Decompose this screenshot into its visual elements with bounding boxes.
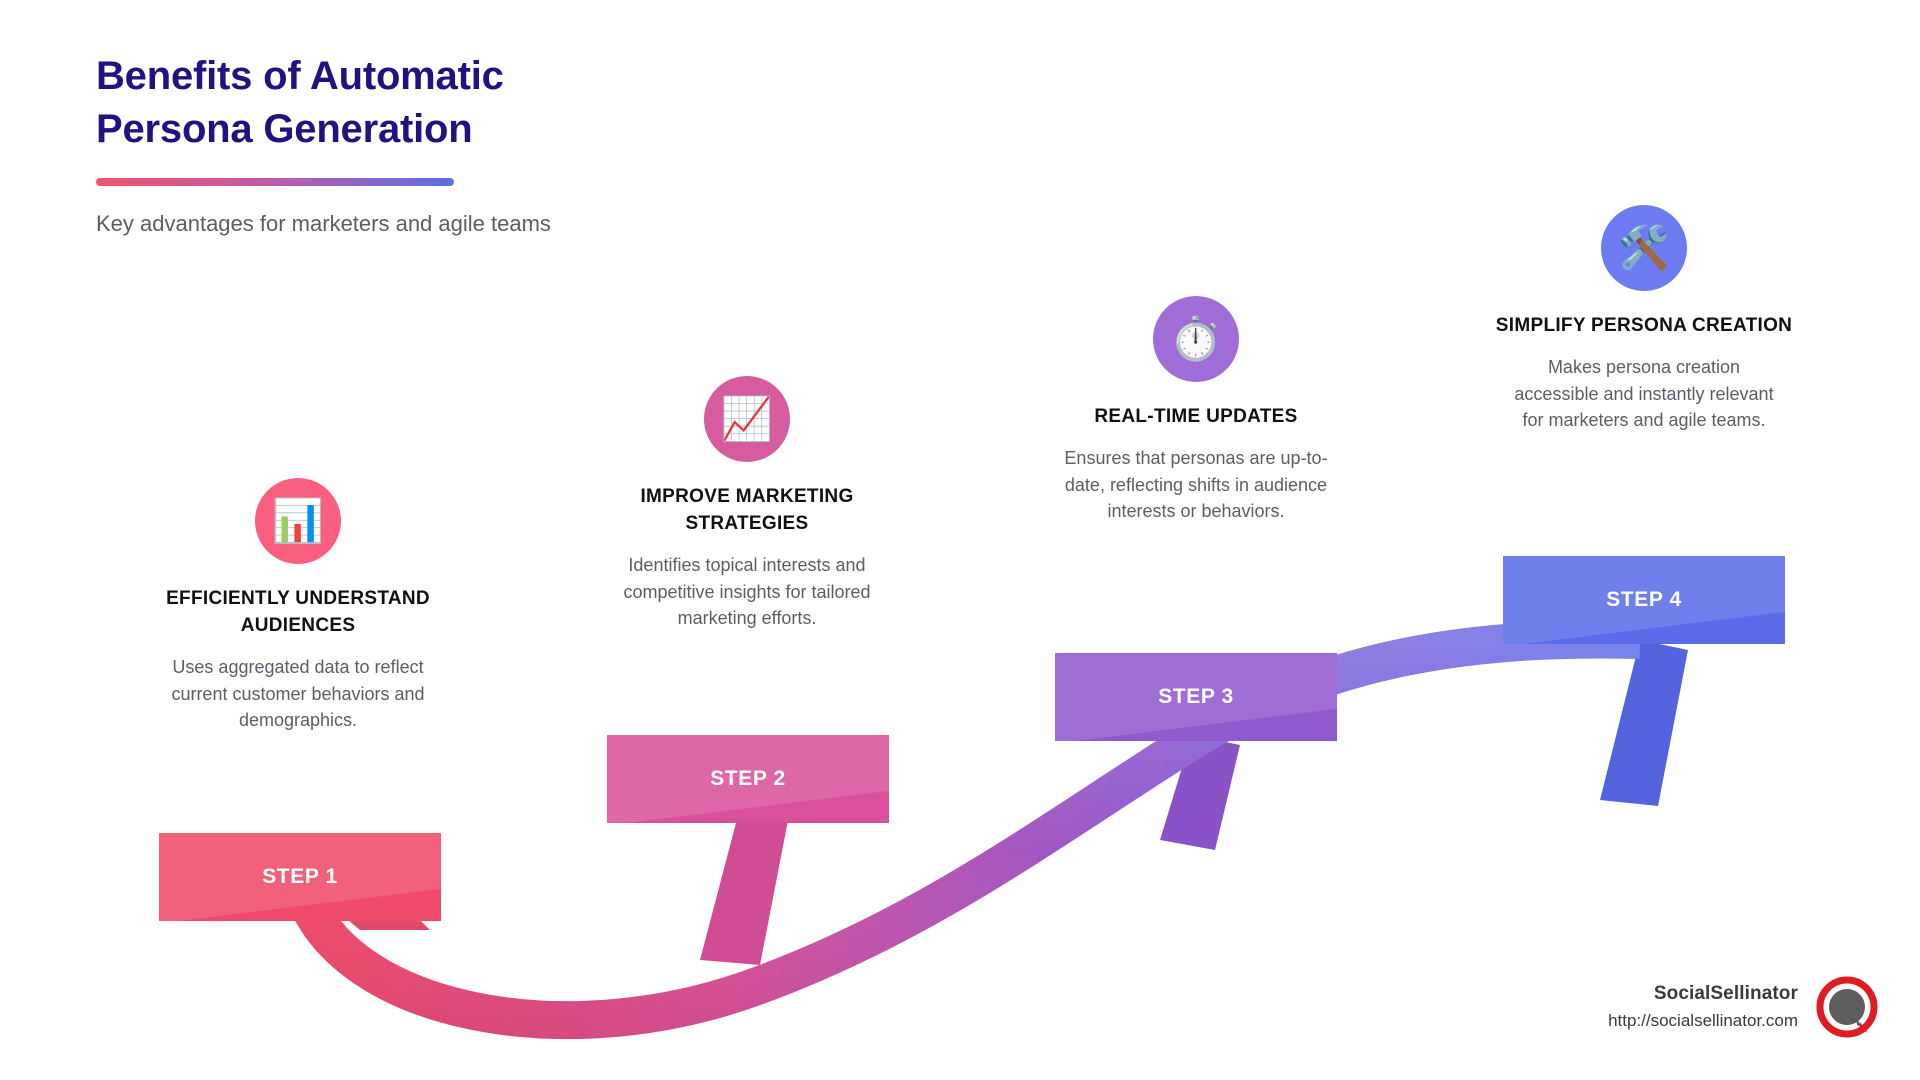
step-2-banner-label: STEP 2	[710, 767, 786, 790]
footer-text-block: SocialSellinator http://socialsellinator…	[1608, 983, 1798, 1031]
brand-url[interactable]: http://socialsellinator.com	[1608, 1011, 1798, 1030]
step4-tail	[1600, 640, 1688, 806]
hammer-and-wrench-icon: 🛠️	[1601, 205, 1687, 291]
speech-bubble-logo	[1816, 976, 1878, 1038]
brand-name: SocialSellinator	[1653, 983, 1798, 1004]
step3-tail	[1160, 735, 1240, 850]
step-card-1: 📊 EFFICIENTLY UNDERSTAND AUDIENCES Uses …	[148, 478, 448, 734]
flow-curve-highlight	[281, 620, 1641, 1040]
stopwatch-icon: ⏱️	[1153, 296, 1239, 382]
step-3-description: Ensures that personas are up-to-date, re…	[1064, 447, 1328, 522]
step-card-2: 📈 IMPROVE MARKETING STRATEGIES Identifie…	[597, 376, 897, 632]
step-3-heading: REAL-TIME UPDATES	[1094, 406, 1298, 427]
bar-chart-icon: 📊	[255, 478, 341, 564]
title-gradient-rule	[96, 177, 454, 186]
step-1-banner-label: STEP 1	[262, 865, 338, 888]
page-title: Benefits of Automatic Persona Generation	[96, 54, 504, 151]
step-2-description: Identifies topical interests and competi…	[623, 554, 871, 629]
step-4-heading: SIMPLIFY PERSONA CREATION	[1495, 315, 1793, 336]
step-3-banner[interactable]: STEP 3	[1055, 653, 1337, 741]
step-1-heading: EFFICIENTLY UNDERSTAND AUDIENCES	[166, 588, 430, 636]
step-1-description: Uses aggregated data to reflect current …	[171, 656, 425, 731]
footer-branding: SocialSellinator http://socialsellinator…	[1608, 976, 1878, 1038]
step-3-banner-label: STEP 3	[1158, 685, 1234, 708]
step-4-banner-label: STEP 4	[1606, 588, 1682, 611]
page-subtitle: Key advantages for marketers and agile t…	[96, 210, 551, 236]
step-1-banner[interactable]: STEP 1	[159, 833, 441, 921]
step2-tail	[700, 800, 790, 965]
step-4-banner[interactable]: STEP 4	[1503, 556, 1785, 644]
chart-increasing-icon: 📈	[704, 376, 790, 462]
step-card-4: 🛠️ SIMPLIFY PERSONA CREATION Makes perso…	[1494, 205, 1794, 434]
step-4-description: Makes persona creation accessible and in…	[1514, 356, 1774, 431]
step-card-3: ⏱️ REAL-TIME UPDATES Ensures that person…	[1046, 296, 1346, 525]
header-block: Benefits of Automatic Persona Generation…	[96, 50, 616, 239]
step-2-banner[interactable]: STEP 2	[607, 735, 889, 823]
flow-curve-path	[281, 620, 1641, 1040]
step-2-heading: IMPROVE MARKETING STRATEGIES	[640, 486, 854, 534]
